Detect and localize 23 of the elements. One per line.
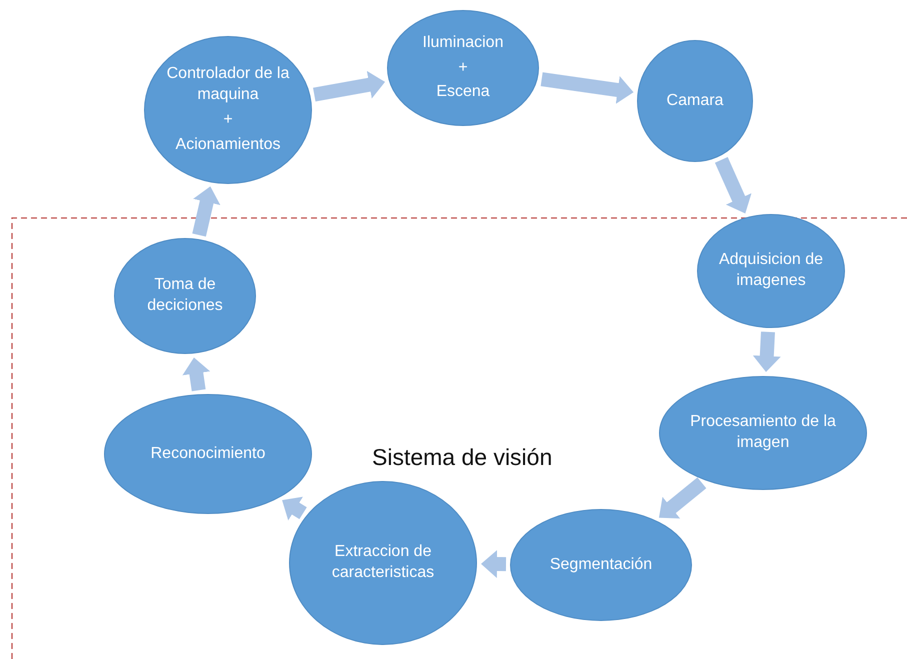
node-text: Segmentación: [550, 554, 652, 575]
node-text: Reconocimiento: [150, 444, 266, 464]
node-text: Acionamientos: [176, 134, 280, 155]
node-text: Adquisicion de imagenes: [718, 250, 824, 291]
block-arrow: [658, 477, 706, 519]
node-text: +: [223, 110, 233, 130]
block-arrow: [540, 72, 634, 104]
block-arrow: [192, 186, 220, 237]
block-arrow: [481, 550, 506, 578]
node-text: Escena: [436, 82, 490, 102]
node-text: Extraccion de caracteristicas: [330, 542, 436, 583]
block-arrow: [282, 496, 307, 520]
region-label: Sistema de visión: [372, 444, 552, 471]
node-text: Toma de deciciones: [146, 275, 224, 316]
node-text: Procesamiento de la imagen: [689, 412, 837, 453]
node-text: Camara: [666, 90, 724, 111]
node-text: Iluminacion: [422, 32, 504, 53]
block-arrow: [182, 358, 210, 392]
block-arrow: [313, 70, 386, 102]
node-text: +: [458, 58, 468, 78]
node-text: Controlador de la maquina: [166, 64, 290, 106]
block-arrow: [752, 332, 781, 372]
block-arrow: [714, 157, 752, 214]
